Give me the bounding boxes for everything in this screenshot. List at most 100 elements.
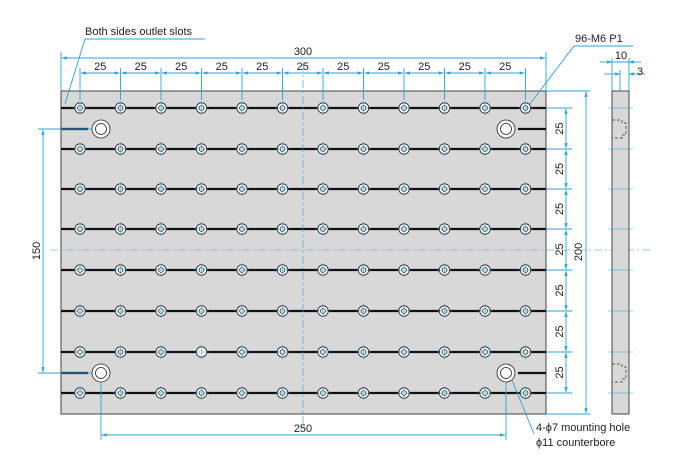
threaded-hole (194, 345, 209, 359)
threaded-hole (356, 304, 371, 318)
threaded-hole (113, 263, 128, 277)
pitch-label: 25 (94, 61, 106, 73)
threaded-hole (154, 386, 168, 400)
threads-note: 96-M6 P1 (575, 33, 623, 45)
mounting-hole (496, 119, 516, 139)
threaded-hole (518, 142, 533, 156)
threaded-hole (437, 182, 452, 196)
threaded-hole (275, 101, 290, 115)
pitch-label: 25 (256, 61, 268, 73)
threaded-hole (437, 386, 452, 400)
threaded-hole (113, 101, 128, 115)
side-view: 10 3 (600, 50, 645, 415)
threaded-hole (154, 304, 168, 318)
threaded-hole (478, 182, 492, 196)
pitch-label: 25 (554, 122, 566, 134)
threaded-hole (154, 263, 168, 277)
threaded-hole (316, 386, 330, 400)
pitch-label: 25 (459, 61, 471, 73)
threaded-hole (518, 345, 533, 359)
pitch-label: 25 (554, 203, 566, 215)
pitch-label: 25 (554, 284, 566, 296)
mounting-hole (496, 363, 516, 383)
threaded-hole (154, 142, 168, 156)
leader-notes: Both sides outlet slots 96-M6 P1 4-ϕ7 mo… (64, 26, 633, 449)
threaded-hole (235, 263, 249, 277)
threaded-hole (235, 222, 249, 236)
pitch-label: 25 (297, 61, 309, 73)
threaded-hole (194, 304, 209, 318)
mounting-note-line1: 4-ϕ7 mounting hole (536, 422, 630, 434)
threaded-hole (235, 345, 249, 359)
pitch-label: 25 (554, 163, 566, 175)
threaded-hole (397, 142, 411, 156)
threaded-hole (437, 304, 452, 318)
threaded-hole (194, 263, 209, 277)
threaded-hole (194, 222, 209, 236)
threaded-hole (356, 386, 371, 400)
threaded-hole (194, 182, 209, 196)
threaded-hole (275, 182, 290, 196)
threaded-hole (235, 386, 249, 400)
threaded-hole (113, 222, 128, 236)
threaded-hole (316, 182, 330, 196)
pitch-label: 25 (378, 61, 390, 73)
pitch-label: 25 (175, 61, 187, 73)
left-dimensions: 150 (31, 128, 92, 374)
pitch-label: 25 (216, 61, 228, 73)
threaded-hole (478, 263, 492, 277)
pitch-label: 25 (554, 243, 566, 255)
threaded-hole (113, 345, 128, 359)
threaded-hole (316, 345, 330, 359)
threaded-hole (275, 304, 290, 318)
threaded-hole (194, 386, 209, 400)
threaded-hole (437, 101, 452, 115)
threaded-hole (235, 142, 249, 156)
threaded-hole (397, 101, 411, 115)
side-row-ticks (608, 107, 633, 394)
threaded-hole (73, 386, 87, 400)
threaded-hole (316, 263, 330, 277)
slots-note: Both sides outlet slots (85, 26, 193, 38)
threaded-hole (235, 304, 249, 318)
threaded-hole (113, 142, 128, 156)
threaded-hole (397, 304, 411, 318)
threaded-hole (194, 142, 209, 156)
threaded-hole (275, 142, 290, 156)
threaded-hole (437, 222, 452, 236)
threaded-hole (356, 222, 371, 236)
threaded-hole (113, 386, 128, 400)
threaded-hole (478, 386, 492, 400)
threaded-hole (356, 345, 371, 359)
threaded-hole (275, 222, 290, 236)
threads-leader (529, 45, 633, 105)
threaded-hole (154, 222, 168, 236)
threaded-hole (397, 345, 411, 359)
slots-leader (64, 38, 205, 105)
pitch-label: 25 (499, 61, 511, 73)
mounting-hole (91, 119, 111, 139)
threaded-hole (316, 304, 330, 318)
plate-top-view (50, 64, 650, 432)
threaded-hole (478, 304, 492, 318)
threaded-hole (316, 142, 330, 156)
pitch-label: 25 (418, 61, 430, 73)
threaded-hole (316, 222, 330, 236)
threaded-hole (113, 304, 128, 318)
threaded-hole (235, 101, 249, 115)
threaded-hole (73, 263, 87, 277)
plate-outline (60, 90, 547, 415)
threaded-hole (356, 101, 371, 115)
threaded-hole (518, 304, 533, 318)
threaded-hole (73, 101, 87, 115)
overall-height-label: 200 (573, 243, 585, 261)
threaded-hole (478, 222, 492, 236)
threaded-hole (154, 345, 168, 359)
threaded-hole (154, 182, 168, 196)
threaded-hole (518, 101, 533, 115)
side-thickness-label: 10 (615, 50, 627, 62)
pitch-label: 25 (554, 366, 566, 378)
